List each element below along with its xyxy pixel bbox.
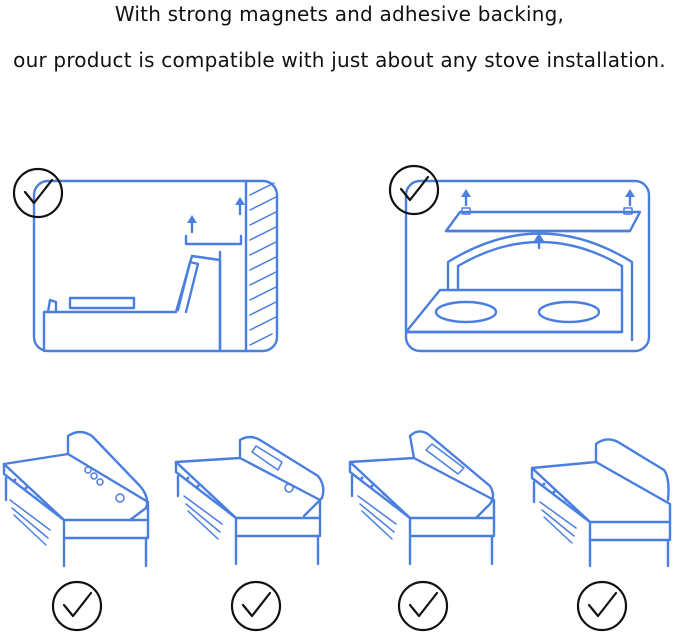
check-circle-icon [576,580,628,632]
check-circle-icon [51,580,103,632]
stove-variant-4 [530,438,672,568]
check-circle-icon [397,580,449,632]
panel-front-view [404,179,651,353]
cooktop [404,288,624,334]
arrow-up-icon [461,189,471,207]
headline-line-2: our product is compatible with just abou… [13,48,666,72]
wall-hatch [244,179,277,353]
panel-side-view-frame [32,179,279,353]
shelf-bracket [184,234,243,246]
arrow-up-icon [534,233,544,250]
panel-front-view-frame [404,179,651,353]
arrow-up-icon [625,189,635,207]
stove-variant-3 [348,430,496,566]
backsplash-arch [446,232,634,342]
panel-side-view [32,179,279,353]
arrow-up-icon [235,197,245,216]
check-circle-icon [12,167,64,219]
check-circle-icon [388,164,440,216]
front-shelf [444,210,642,233]
stove-variant-2 [174,435,325,566]
arrow-up-icon [187,215,197,234]
stove-variant-1 [2,430,150,568]
check-circle-icon [230,580,282,632]
headline-line-1: With strong magnets and adhesive backing… [114,2,565,26]
